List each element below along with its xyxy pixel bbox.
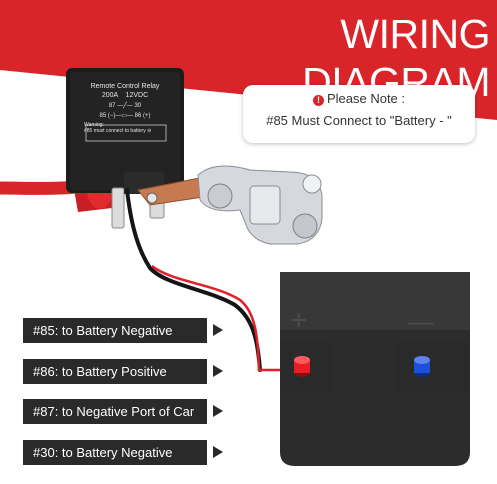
relay-body	[66, 68, 184, 193]
relay-warning-text: #85 must connect to battery ⊖	[84, 128, 152, 134]
relay-warning-title: Warning:	[84, 122, 104, 128]
relay-coil-pins: 85 (−)—▭— 86 (+)	[99, 113, 151, 119]
black-wire	[125, 188, 262, 372]
note-heading: !Please Note :	[243, 91, 475, 107]
arrow-icon	[213, 405, 223, 417]
note-box: !Please Note : #85 Must Connect to "Batt…	[243, 85, 475, 143]
label-pin-30: #30: to Battery Negative	[23, 440, 207, 465]
relay-label: Remote Control Relay 200A 12VDC 87 —╱— 3…	[72, 82, 178, 134]
arrow-icon	[213, 446, 223, 458]
label-pin-87: #87: to Negative Port of Car	[23, 399, 207, 424]
arrow-icon	[213, 324, 223, 336]
terminal-clamp	[197, 165, 323, 245]
battery-plus-symbol: +	[290, 304, 308, 337]
arrow-icon	[213, 365, 223, 377]
note-body: #85 Must Connect to "Battery - "	[266, 113, 452, 128]
note-heading-text: Please Note :	[326, 91, 406, 106]
relay-rating: 200A 12VDC	[101, 92, 149, 99]
battery-minus-symbol: —	[408, 306, 434, 336]
relay-stud-left	[111, 187, 125, 229]
label-pin-86: #86: to Battery Positive	[23, 359, 207, 384]
relay-title: Remote Control Relay	[90, 83, 160, 90]
label-pin-85: #85: to Battery Negative	[23, 318, 207, 343]
exclamation-icon: !	[312, 95, 324, 106]
relay-warning: Warning: #85 must connect to battery ⊖	[84, 122, 166, 134]
red-wire	[151, 265, 292, 372]
relay-switch-pins: 87 —╱— 30	[108, 103, 142, 109]
battery	[280, 272, 470, 466]
